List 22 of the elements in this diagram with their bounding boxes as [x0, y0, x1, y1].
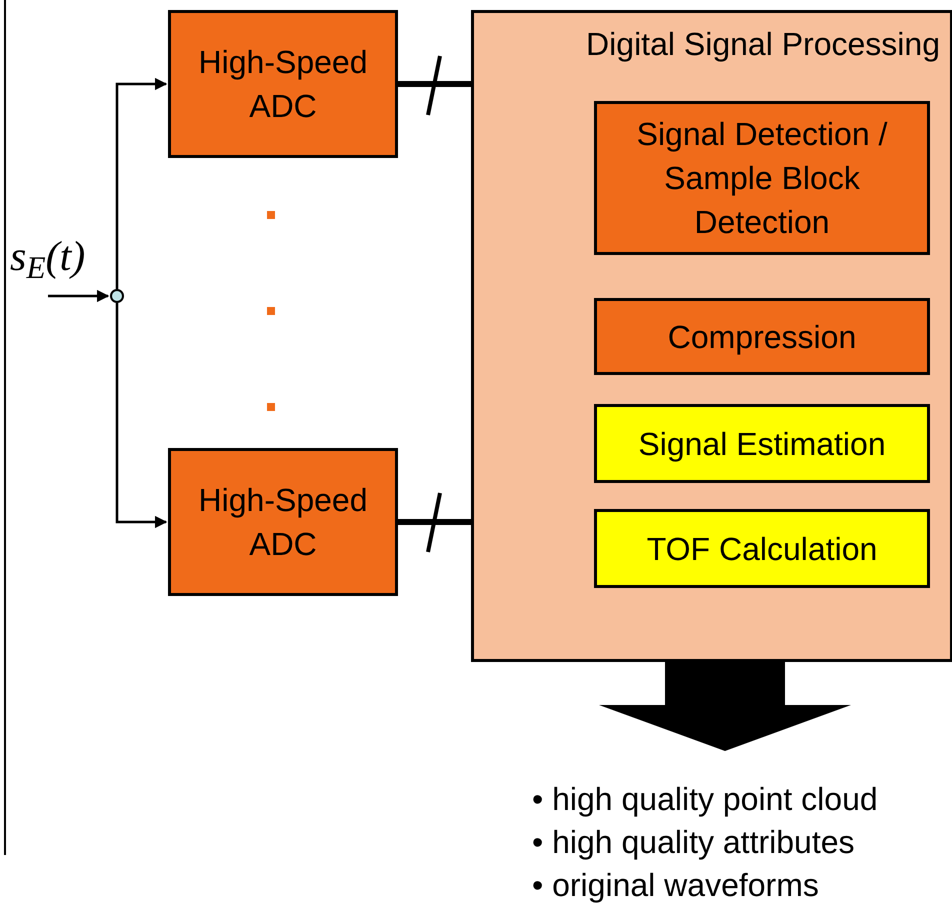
bullet-list: • high quality point cloud • high quality attributes • original waveforms [510, 778, 950, 909]
block-arrow [599, 662, 851, 751]
arrow [48, 290, 110, 302]
process-box [594, 101, 930, 255]
signal-label: s$_{E}$(t) [10, 233, 86, 282]
bus-line [398, 519, 471, 525]
process-box [168, 448, 398, 596]
arrow [116, 78, 168, 289]
process-box [594, 404, 930, 483]
box-label: High-Speed ADC [198, 481, 368, 564]
processing-panel [471, 10, 952, 662]
arrow [116, 303, 168, 528]
process-box [168, 10, 398, 158]
process-box [594, 509, 930, 588]
box-label: Compression [666, 318, 858, 357]
box-label: High-Speed ADC [198, 43, 368, 126]
box-label: Signal Estimation [637, 424, 887, 464]
bus-line [398, 81, 471, 87]
panel-title: Digital Signal Processing [586, 25, 940, 63]
box-label: Signal Detection / Sample Block Detection [636, 115, 888, 242]
process-box [594, 298, 930, 375]
box-label: TOF Calculation [646, 530, 878, 568]
